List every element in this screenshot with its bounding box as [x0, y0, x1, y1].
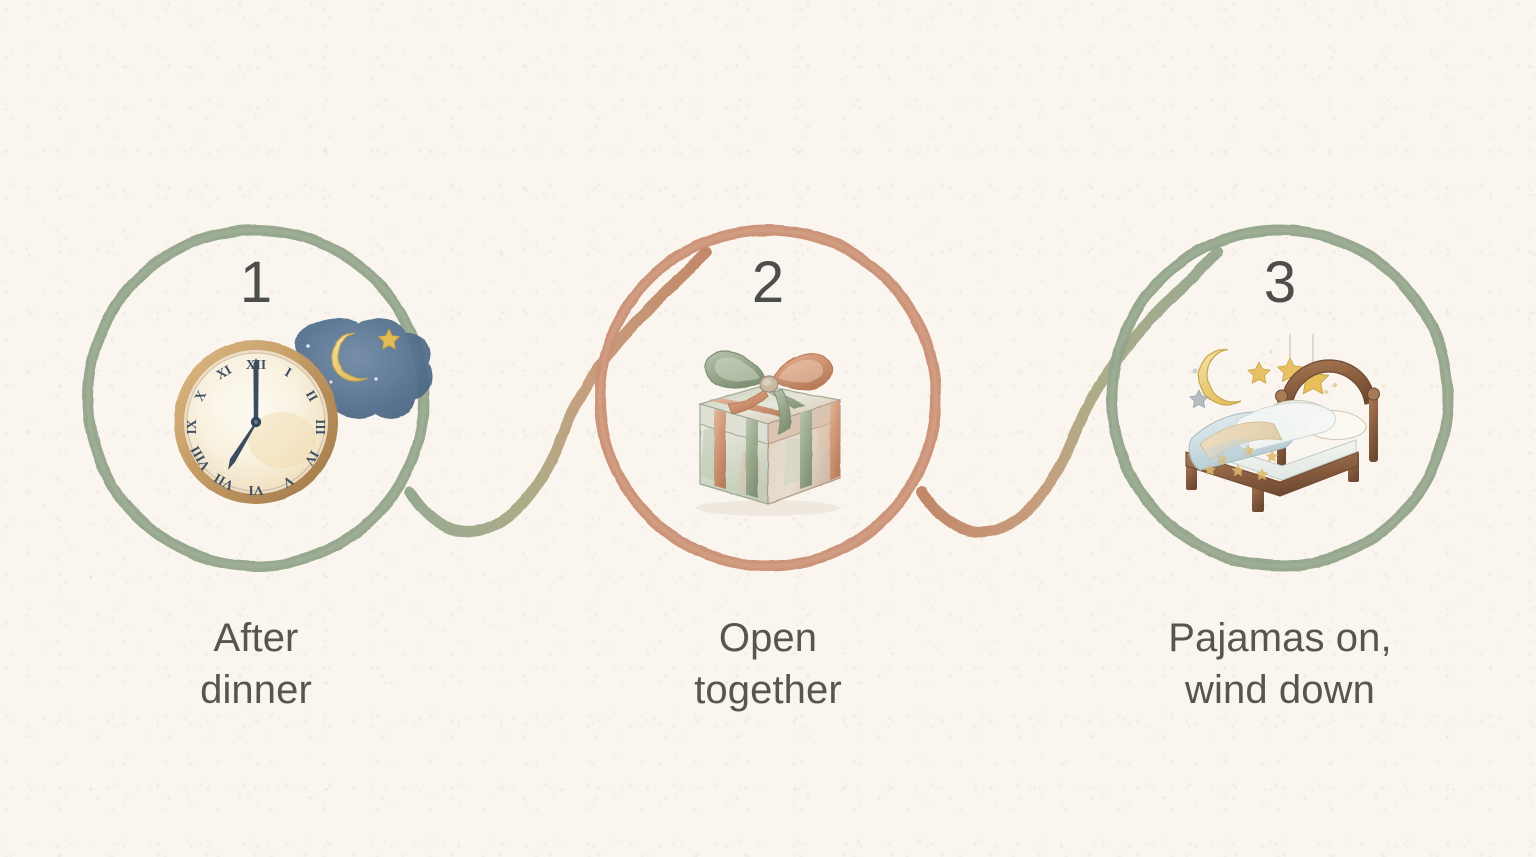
- step-number-3: 3: [1264, 250, 1296, 315]
- step-ring-2: [594, 224, 942, 572]
- crescent-moon-icon: [330, 332, 368, 382]
- gift-box-icon: [696, 350, 841, 516]
- bed-frame: [1185, 451, 1359, 497]
- star-icon: [1247, 361, 1271, 384]
- bow-tail-terracotta: [727, 389, 769, 415]
- ribbon-vertical-terracotta: [714, 409, 726, 489]
- ribbon-vertical-sage: [746, 418, 758, 498]
- clock-night-icon: XII I II III IV V VI VII VIII IX X XI: [174, 317, 433, 504]
- svg-text:VI: VI: [248, 483, 263, 498]
- step-ring-3: [1106, 224, 1454, 572]
- svg-text:XI: XI: [213, 362, 234, 382]
- quilt-star-pattern: [1204, 444, 1279, 481]
- clock-minute-hand: [253, 358, 259, 418]
- svg-text:IX: IX: [184, 419, 199, 434]
- quilt-band: [1199, 421, 1283, 461]
- step-number-2: 2: [752, 250, 784, 315]
- connector-2-3: [916, 246, 1224, 538]
- svg-text:III: III: [313, 419, 328, 435]
- step-ring-1: [82, 224, 430, 572]
- step-label-2: Open together: [694, 616, 842, 712]
- svg-text:IV: IV: [302, 448, 323, 469]
- bed-night-icon: [1185, 334, 1380, 512]
- clock-hour-hand: [228, 421, 258, 470]
- crescent-moon-icon: [1198, 348, 1242, 406]
- star-icon: [377, 328, 401, 350]
- star-icon: [1189, 389, 1209, 409]
- step-label-3: Pajamas on, wind down: [1168, 616, 1392, 712]
- step-label-1: After dinner: [200, 616, 312, 712]
- bow-tail-sage: [773, 389, 791, 435]
- step-number-1: 1: [240, 250, 272, 315]
- connector-1-2: [404, 246, 712, 538]
